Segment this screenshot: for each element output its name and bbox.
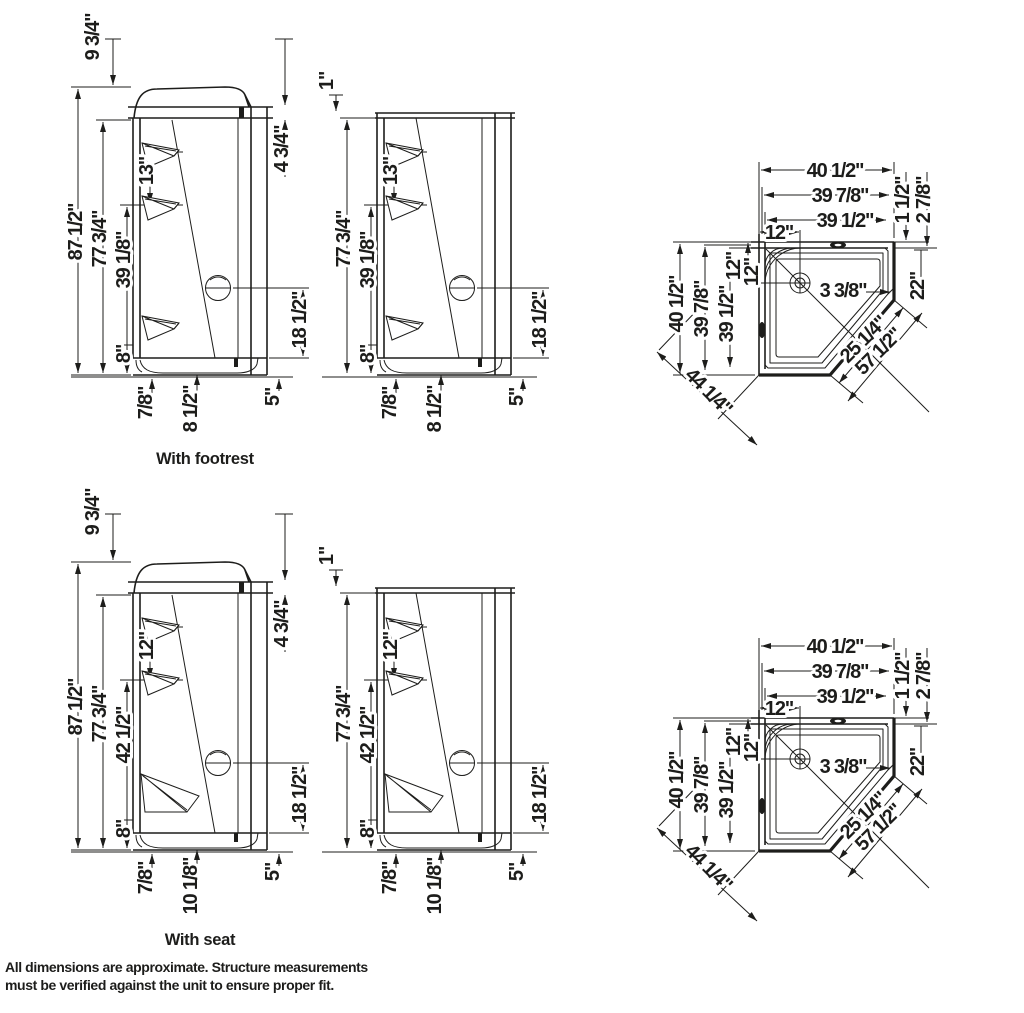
dim-depth-mid: 39 7/8" [691,280,713,337]
dim-offset-left2: 12" [741,733,763,762]
dim-base-lip: 7/8" [135,861,157,894]
dim-back-diagonal: 44 1/4" [680,364,736,420]
dim-depth-outer: 40 1/2" [666,275,688,332]
dim-base-height: 8" [357,819,379,838]
dim-top-cap: 4 3/4" [271,125,293,172]
dim-depth-inner: 39 1/2" [716,761,738,818]
plan-view-top: 40 1/2" 39 7/8" 39 1/2" 12" 1 1/2" 2 7/8… [657,157,937,445]
footnote-line-1: All dimensions are approximate. Structur… [5,959,368,975]
dim-inner-height: 77 3/4" [89,685,111,742]
dim-seat-height: 42 1/2" [357,706,379,763]
dim-width-inner: 39 1/2" [817,210,874,232]
dim-top-cap: 1" [316,71,338,90]
dim-offset-left: 12" [723,727,745,756]
dim-base-depth: 8 1/2" [424,385,446,432]
dim-wall-thin: 1 1/2" [892,652,914,699]
side-view-footrest-domed: 9 3/4" 87 1/2" 77 3/4" 39 1/8" 13" 4 3/4… [62,10,314,435]
dim-inner-height: 77 3/4" [333,210,355,267]
plan-view-bottom: 40 1/2" 39 7/8" 39 1/2" 12" 1 1/2" 2 7/8… [657,633,937,921]
dim-base-depth: 10 1/8" [424,857,446,914]
caption-with-footrest: With footrest [156,450,254,468]
caption-with-seat: With seat [165,931,236,949]
dim-wall-thick: 2 7/8" [913,652,935,699]
dim-wall-thin: 1 1/2" [892,176,914,223]
dim-top-cap: 4 3/4" [271,600,293,647]
side-view-seat-domed: 9 3/4" 87 1/2" 77 3/4" 42 1/2" 12" 4 3/4… [62,485,314,917]
dim-apron: 5" [506,862,528,881]
dim-jet-spacing: 13" [136,156,158,185]
dim-top-height: 9 3/4" [82,13,104,60]
dim-overall-height: 87 1/2" [65,678,87,735]
dim-base-depth: 10 1/8" [180,857,202,914]
dim-top-height: 9 3/4" [82,488,104,535]
dim-base-depth: 8 1/2" [180,385,202,432]
dim-overall-height: 87 1/2" [65,203,87,260]
dim-apron: 5" [262,387,284,406]
dim-base-height: 8" [113,344,135,363]
dim-seat-height: 42 1/2" [113,706,135,763]
dim-offset-top: 12" [765,698,794,720]
dim-width-inner: 39 1/2" [817,686,874,708]
dim-inner-height: 77 3/4" [89,210,111,267]
dim-corner-width: 22" [907,271,929,300]
dim-depth-outer: 40 1/2" [666,751,688,808]
dim-wall-thick: 2 7/8" [913,176,935,223]
dim-offset-top: 12" [765,222,794,244]
dim-width-outer: 40 1/2" [807,160,864,182]
dim-apron: 5" [506,387,528,406]
dim-base-height: 8" [357,344,379,363]
dim-apron: 5" [262,862,284,881]
dim-jet-spacing: 12" [136,631,158,660]
dim-base-lip: 7/8" [379,386,401,419]
dim-valve-height: 18 1/2" [529,766,551,823]
dim-drain-offset: 3 3/8" [820,280,867,302]
side-view-footrest-flat: 1" 77 3/4" 39 1/8" 13" 18 1/2" 8" 7/8" 8… [313,68,554,435]
dim-jet-spacing: 13" [380,156,402,185]
dim-drain-offset: 3 3/8" [820,756,867,778]
dim-jet-spacing: 12" [380,631,402,660]
dim-depth-inner: 39 1/2" [716,285,738,342]
dim-width-outer: 40 1/2" [807,636,864,658]
dim-offset-left: 12" [723,251,745,280]
dim-base-height: 8" [113,819,135,838]
dim-valve-height: 18 1/2" [289,766,311,823]
dim-depth-mid: 39 7/8" [691,756,713,813]
dim-valve-height: 18 1/2" [289,291,311,348]
side-view-seat-flat: 1" 77 3/4" 42 1/2" 12" 18 1/2" 8" 7/8" 1… [313,543,554,917]
dim-inner-height: 77 3/4" [333,685,355,742]
dim-top-cap: 1" [316,546,338,565]
dim-valve-height: 18 1/2" [529,291,551,348]
dim-offset-left2: 12" [741,257,763,286]
dim-jet-height: 39 1/8" [357,231,379,288]
dim-width-mid: 39 7/8" [812,185,869,207]
dim-base-lip: 7/8" [135,386,157,419]
dim-base-lip: 7/8" [379,861,401,894]
dim-width-mid: 39 7/8" [812,661,869,683]
dim-jet-height: 39 1/8" [113,231,135,288]
dim-back-diagonal: 44 1/4" [680,840,736,896]
footnote-line-2: must be verified against the unit to ens… [5,977,334,993]
dim-corner-width: 22" [907,747,929,776]
